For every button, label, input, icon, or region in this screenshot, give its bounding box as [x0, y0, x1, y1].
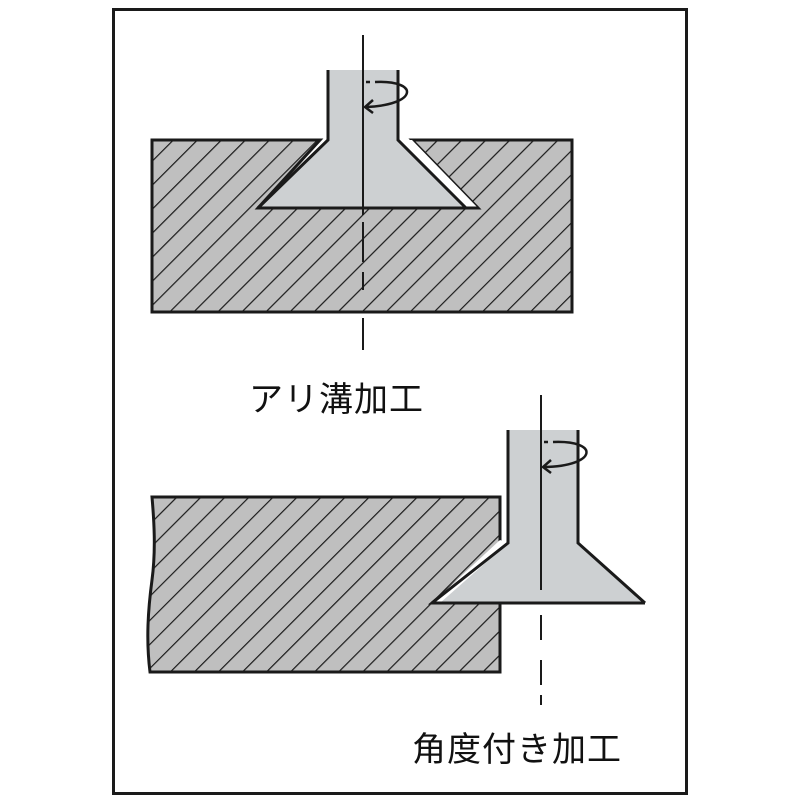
angled-label: 角度付き加工 — [412, 730, 622, 770]
clearance-gap — [404, 140, 478, 208]
figure-frame — [112, 8, 688, 795]
rotation-arrow-icon — [541, 440, 588, 474]
angled-panel — [146, 395, 647, 705]
dovetail-label: アリ溝加工 — [249, 380, 424, 420]
dovetail-panel — [150, 35, 574, 350]
workpiece-block-bottom — [146, 495, 502, 674]
angled-cutter — [432, 430, 645, 603]
rotation-arrow-icon — [363, 80, 409, 114]
